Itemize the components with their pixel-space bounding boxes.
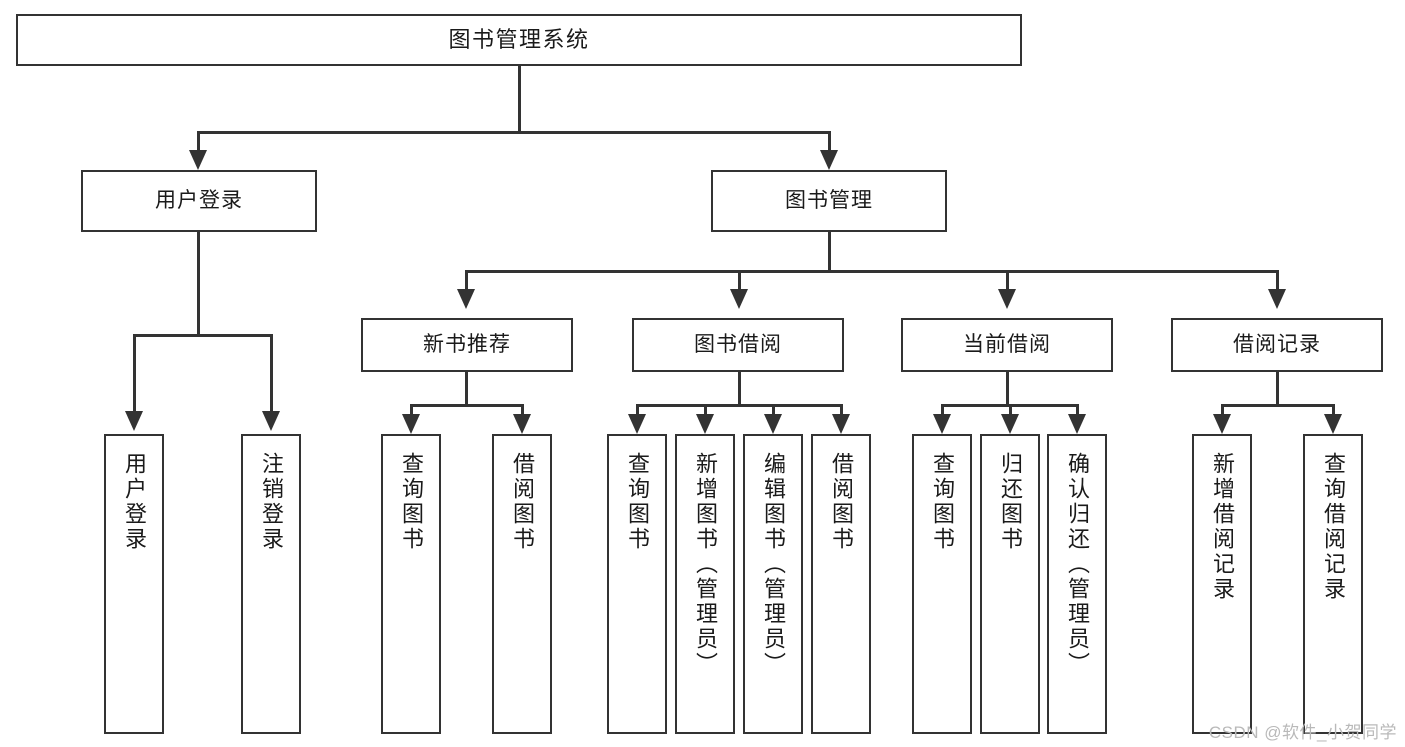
edge-book-borrow-bar [636,404,843,407]
edge-bb-leaf-3 [772,404,775,418]
arrow-to-book-management [820,150,838,170]
arrow-to-leaf-user-logout [262,411,280,431]
edge-bb-leaf-1 [636,404,639,418]
arrow-to-leaf-user-login [125,411,143,431]
node-borrow-record[interactable]: 借阅记录 [1171,318,1383,372]
leaf-query-book-2[interactable]: 查询图书 [607,434,667,734]
edge-root-to-book-management [828,131,831,153]
edge-user-login-leaf-2 [270,334,273,414]
edge-user-login-bar [133,334,273,337]
edge-cb-leaf-3 [1076,404,1079,418]
node-label: 查询图书 [399,452,424,552]
node-label: 用户登录 [122,452,147,552]
node-label: 借阅图书 [829,452,854,552]
edge-to-borrow-record [1276,270,1279,292]
arrow-to-leaf-borrow-book-1 [513,414,531,434]
edge-borrow-record-bar [1221,404,1335,407]
node-label: 确认归还（管理员） [1065,452,1090,677]
node-label: 当前借阅 [963,332,1051,356]
node-label: 查询图书 [930,452,955,552]
leaf-borrow-book-1[interactable]: 借阅图书 [492,434,552,734]
edge-bb-leaf-4 [840,404,843,418]
edge-root-bar [197,131,831,134]
arrow-to-leaf-query-record [1324,414,1342,434]
node-label: 图书借阅 [694,332,782,356]
arrow-to-leaf-add-record [1213,414,1231,434]
edge-new-book-recommend-down [465,372,468,406]
edge-br-leaf-1 [1221,404,1224,418]
leaf-query-record[interactable]: 查询借阅记录 [1303,434,1363,734]
watermark: CSDN @软件_小贺同学 [1208,723,1397,742]
node-label: 查询图书 [625,452,650,552]
node-label: 借阅记录 [1233,332,1321,356]
arrow-to-leaf-return-book [1001,414,1019,434]
leaf-add-book[interactable]: 新增图书（管理员） [675,434,735,734]
arrow-to-new-book-recommend [457,289,475,309]
edge-root-down [518,66,521,132]
edge-cb-leaf-2 [1009,404,1012,418]
node-label: 新增借阅记录 [1210,452,1235,602]
edge-cb-leaf-1 [941,404,944,418]
arrow-to-leaf-query-book-2 [628,414,646,434]
arrow-to-leaf-query-book-1 [402,414,420,434]
edge-to-new-book-recommend [465,270,468,292]
node-label: 归还图书 [998,452,1023,552]
arrow-to-user-login [189,150,207,170]
leaf-return-book[interactable]: 归还图书 [980,434,1040,734]
node-book-borrow[interactable]: 图书借阅 [632,318,844,372]
leaf-borrow-book-2[interactable]: 借阅图书 [811,434,871,734]
leaf-confirm-return[interactable]: 确认归还（管理员） [1047,434,1107,734]
node-label: 图书管理 [785,188,873,212]
arrow-to-book-borrow [730,289,748,309]
edge-root-to-user-login [197,131,200,153]
edge-bb-leaf-2 [704,404,707,418]
node-root-system[interactable]: 图书管理系统 [16,14,1022,66]
edge-current-borrow-down [1006,372,1009,406]
edge-borrow-record-down [1276,372,1279,406]
node-label: 新增图书（管理员） [693,452,718,677]
node-label: 用户登录 [155,188,243,212]
edge-book-borrow-down [738,372,741,406]
node-new-book-recommend[interactable]: 新书推荐 [361,318,573,372]
edge-new-book-recommend-bar [410,404,524,407]
leaf-user-login[interactable]: 用户登录 [104,434,164,734]
edge-to-book-borrow [738,270,741,292]
leaf-add-record[interactable]: 新增借阅记录 [1192,434,1252,734]
node-label: 编辑图书（管理员） [761,452,786,677]
edge-nbr-leaf-2 [521,404,524,418]
leaf-query-book-3[interactable]: 查询图书 [912,434,972,734]
edge-user-login-down [197,232,200,336]
node-user-login[interactable]: 用户登录 [81,170,317,232]
arrow-to-leaf-add-book [696,414,714,434]
edge-user-login-leaf-1 [133,334,136,414]
arrow-to-leaf-query-book-3 [933,414,951,434]
arrow-to-leaf-borrow-book-2 [832,414,850,434]
edge-br-leaf-2 [1332,404,1335,418]
edge-to-current-borrow [1006,270,1009,292]
node-label: 查询借阅记录 [1321,452,1346,602]
node-label: 图书管理系统 [448,27,590,53]
arrow-to-leaf-edit-book [764,414,782,434]
node-label: 新书推荐 [423,332,511,356]
node-label: 借阅图书 [510,452,535,552]
arrow-to-current-borrow [998,289,1016,309]
leaf-query-book-1[interactable]: 查询图书 [381,434,441,734]
edge-book-management-down [828,232,831,272]
arrow-to-borrow-record [1268,289,1286,309]
leaf-user-logout[interactable]: 注销登录 [241,434,301,734]
edge-book-management-bar [465,270,1279,273]
edge-nbr-leaf-1 [410,404,413,418]
node-label: 注销登录 [259,452,284,552]
node-book-management[interactable]: 图书管理 [711,170,947,232]
leaf-edit-book[interactable]: 编辑图书（管理员） [743,434,803,734]
arrow-to-leaf-confirm-return [1068,414,1086,434]
node-current-borrow[interactable]: 当前借阅 [901,318,1113,372]
